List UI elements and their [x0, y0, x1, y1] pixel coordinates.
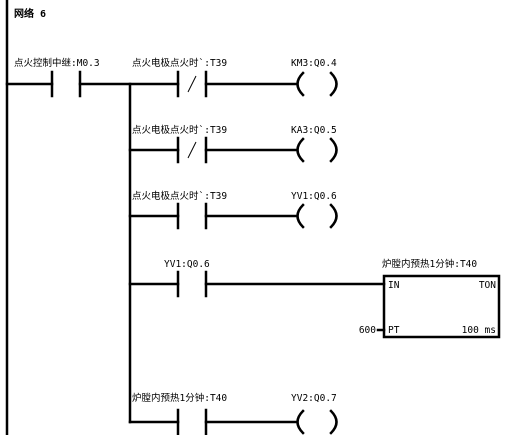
- contact-label: YV1:Q0.6: [164, 259, 210, 270]
- timer-in-pin: IN: [388, 280, 400, 291]
- coil-right-arc: [329, 203, 338, 229]
- rung-2: 点火电极点火时`:T39 KA3:Q0.5: [128, 124, 338, 164]
- nc-slash: [187, 141, 197, 159]
- rung-1: 点火控制中继:M0.3 点火电极点火时`:T39 KM3:Q0.4: [5, 57, 338, 98]
- contact-label: 炉膛内预热1分钟:T40: [132, 392, 227, 404]
- coil-q0-4[interactable]: [296, 71, 338, 97]
- timer-pt-pin: PT: [388, 325, 400, 336]
- network-title: 网络 6: [14, 7, 46, 20]
- coil-q0-5[interactable]: [296, 137, 338, 163]
- timer-box: [382, 274, 501, 339]
- timer-type: TON: [479, 280, 496, 291]
- contact-label: 点火控制中继:M0.3: [14, 57, 100, 69]
- no-contact-t39[interactable]: [176, 202, 208, 230]
- rung-3: 点火电极点火时`:T39 YV1:Q0.6: [128, 190, 338, 230]
- coil-right-arc: [329, 71, 338, 97]
- contact-label: 点火电极点火时`:T39: [132, 57, 227, 69]
- coil-label: KA3:Q0.5: [291, 125, 337, 136]
- nc-contact-t39[interactable]: [176, 136, 208, 164]
- contact-label: 点火电极点火时`:T39: [132, 190, 227, 202]
- no-contact-q0-6[interactable]: [176, 270, 208, 298]
- coil-right-arc: [329, 409, 338, 435]
- coil-left-arc: [296, 203, 305, 229]
- coil-q0-6[interactable]: [296, 203, 338, 229]
- timer-base: 100 ms: [462, 325, 496, 336]
- coil-label: YV2:Q0.7: [291, 393, 337, 404]
- timer-pt-value: 600: [359, 325, 376, 336]
- rung-4: YV1:Q0.6 IN TON PT 100 ms 炉膛内预热1分钟:T40 6…: [128, 258, 501, 339]
- timer-title: 炉膛内预热1分钟:T40: [382, 258, 477, 270]
- contact-label: 点火电极点火时`:T39: [132, 124, 227, 136]
- coil-left-arc: [296, 71, 305, 97]
- rung-5: 炉膛内预热1分钟:T40 YV2:Q0.7: [128, 392, 338, 435]
- nc-slash: [187, 75, 197, 93]
- coil-label: KM3:Q0.4: [291, 58, 337, 69]
- coil-q0-7[interactable]: [296, 409, 338, 435]
- contact-m0-3[interactable]: [50, 70, 82, 98]
- coil-label: YV1:Q0.6: [291, 191, 337, 202]
- nc-contact-t39[interactable]: [176, 70, 208, 98]
- timer-block-t40[interactable]: IN TON PT 100 ms: [382, 274, 501, 339]
- coil-left-arc: [296, 137, 305, 163]
- coil-right-arc: [329, 137, 338, 163]
- coil-left-arc: [296, 409, 305, 435]
- no-contact-t40[interactable]: [176, 408, 208, 435]
